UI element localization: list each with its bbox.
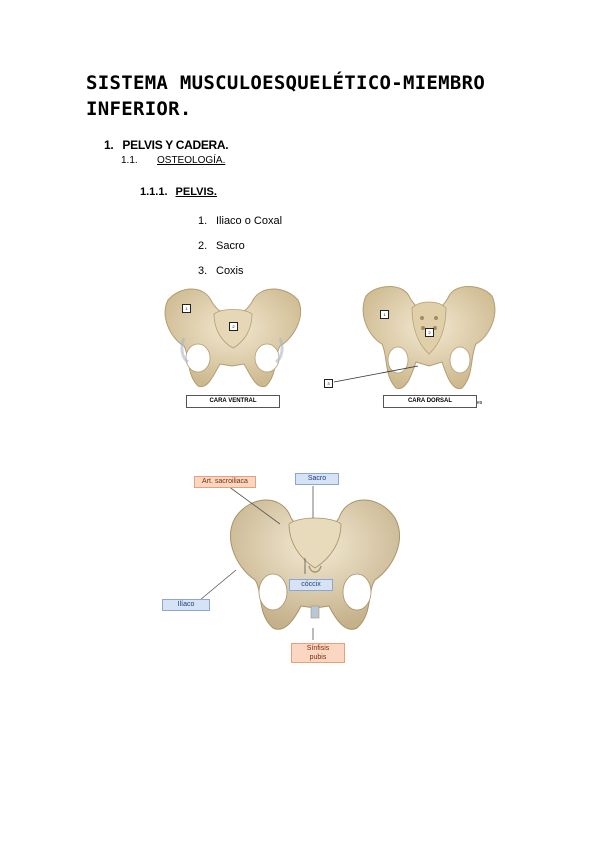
pointer-line-3 (333, 365, 419, 383)
marker-3: 3 (324, 379, 333, 388)
list-item: 3.Coxis (198, 265, 244, 277)
ventral-caption: CARA VENTRAL (186, 395, 280, 408)
section-label: PELVIS Y CADERA. (122, 138, 229, 152)
subsection-number: 1.1. (121, 155, 138, 166)
subsubsection-label: PELVIS. (175, 186, 217, 198)
pelvis-ventral-illustration (164, 288, 302, 388)
leader-lines (199, 485, 314, 640)
label-art-sacroiliaca: Art. sacroiliaca (194, 476, 256, 488)
list-item: 1.Iliaco o Coxal (198, 215, 283, 227)
bone-list: 1.Iliaco o Coxal 2.Sacro 3.Coxis (198, 213, 282, 288)
section-heading: 1. PELVIS Y CADERA. (104, 138, 229, 152)
marker-2: 2 (425, 328, 434, 337)
label-iliaco: Ilíaco (162, 599, 210, 611)
marker-2: 2 (229, 322, 238, 331)
subsection-label: OSTEOLOGÍA. (157, 155, 226, 166)
marker-1: 1 (182, 304, 191, 313)
section-number: 1. (104, 138, 114, 152)
pelvis-dorsal-illustration (362, 286, 496, 390)
pelvis-dorsal-figure: 1 2 (360, 282, 498, 392)
pelvis-labeled-figure (225, 488, 405, 636)
page-title: SISTEMA MUSCULOESQUELÉTICO-MIEMBRO INFER… (86, 72, 486, 120)
label-sinfisis-pubis: Sínfisis pubis (291, 643, 345, 663)
dorsal-caption: CARA DORSAL (383, 395, 477, 408)
marker-1: 1 (380, 310, 389, 319)
subsubsection-heading: 1.1.1. PELVIS. (140, 186, 217, 198)
dorsal-suffix: es (477, 400, 483, 406)
list-item: 2.Sacro (198, 240, 245, 252)
subsection-heading: 1.1. OSTEOLOGÍA. (121, 155, 225, 166)
pelvis-ventral-figure: 1 2 (160, 282, 305, 392)
label-sacro: Sacro (295, 473, 339, 485)
label-coccix: cóccix (289, 579, 333, 591)
subsubsection-number: 1.1.1. (140, 186, 168, 198)
pelvis-labeled-illustration (230, 499, 400, 630)
